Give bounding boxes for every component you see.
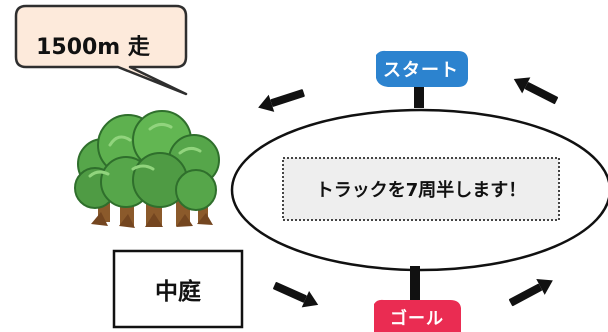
arrow-bottom-left [273,282,319,308]
courtyard-label: 中庭 [155,279,201,305]
speech-bubble [14,4,188,96]
start-sign-post [414,84,424,108]
track-instruction: トラックを7周半します！ [315,180,527,201]
arrow-icon [513,77,559,105]
goal-sign-board [374,299,461,332]
start-sign-label: スタート [383,60,459,81]
goal-sign-label: ゴール [390,309,444,329]
arrow-top-left [258,89,305,112]
arrow-top-right [513,77,559,105]
track-text-box [282,157,560,221]
arrow-icon [273,282,319,308]
arrow-icon [508,278,553,307]
speech-bubble-text: 1500m 走 [36,35,150,60]
tree-icon [74,110,220,228]
goal-sign-post [410,266,420,300]
start-sign-board [376,50,468,87]
arrow-icon [258,89,305,112]
arrow-bottom-right [508,278,553,307]
courtyard-box [112,249,244,329]
